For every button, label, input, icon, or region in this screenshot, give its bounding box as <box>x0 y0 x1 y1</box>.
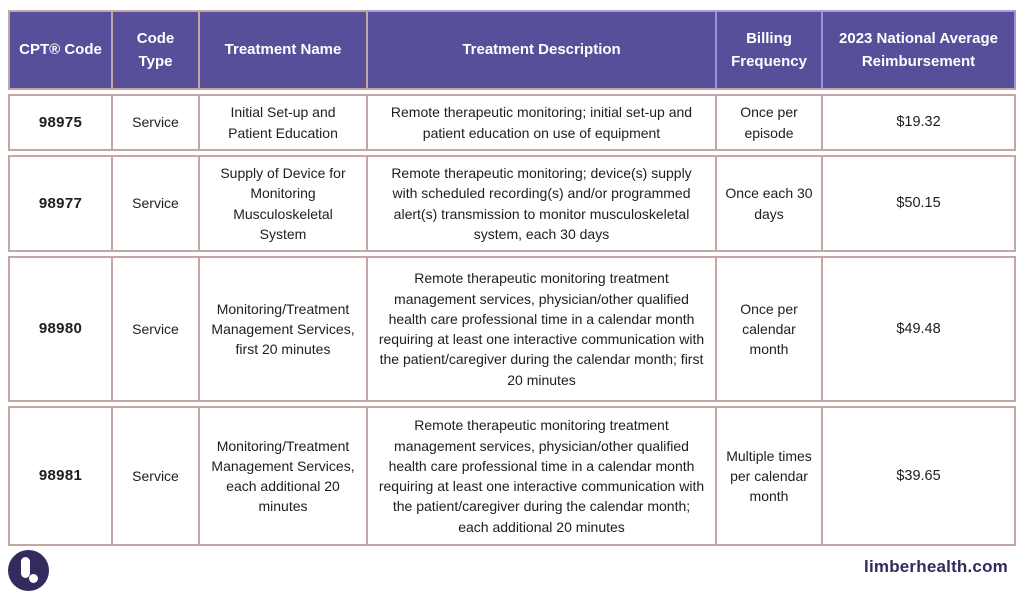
cell-treatment-description: Remote therapeutic monitoring; device(s)… <box>368 157 717 251</box>
column-header-code-type: Code Type <box>111 10 198 90</box>
cell-code-type: Service <box>113 157 200 251</box>
table-row: 98975 Service Initial Set-up and Patient… <box>8 94 1016 151</box>
cell-cpt-code: 98980 <box>10 258 113 401</box>
cell-treatment-name: Monitoring/Treatment Management Services… <box>200 258 368 401</box>
cell-code-type: Service <box>113 96 200 149</box>
logo-letter-dot <box>29 574 38 583</box>
cell-treatment-name: Monitoring/Treatment Management Services… <box>200 408 368 545</box>
column-header-cpt-code: CPT® Code <box>8 10 111 90</box>
limber-health-logo-icon <box>8 550 49 591</box>
cell-billing-frequency: Multiple times per calendar month <box>717 408 823 545</box>
cell-cpt-code: 98981 <box>10 408 113 545</box>
cell-treatment-description: Remote therapeutic monitoring treatment … <box>368 408 717 545</box>
cell-billing-frequency: Once per episode <box>717 96 823 149</box>
table-row: 98981 Service Monitoring/Treatment Manag… <box>8 406 1016 547</box>
cell-reimbursement: $50.15 <box>896 195 941 212</box>
table-row: 98980 Service Monitoring/Treatment Manag… <box>8 256 1016 403</box>
cell-treatment-name: Supply of Device for Monitoring Musculos… <box>200 157 368 251</box>
cell-code-type: Service <box>113 408 200 545</box>
cell-billing-frequency: Once each 30 days <box>717 157 823 251</box>
table-header-row: CPT® Code Code Type Treatment Name Treat… <box>8 10 1016 90</box>
cell-reimbursement: $49.48 <box>896 320 941 337</box>
cell-reimbursement: $39.65 <box>896 467 941 484</box>
cell-treatment-description: Remote therapeutic monitoring treatment … <box>368 258 717 401</box>
cell-reimbursement: $19.32 <box>896 113 941 130</box>
column-header-treatment-name: Treatment Name <box>198 10 366 90</box>
cell-cpt-code: 98975 <box>10 96 113 149</box>
cpt-code-table: CPT® Code Code Type Treatment Name Treat… <box>8 10 1016 547</box>
cell-treatment-description: Remote therapeutic monitoring; initial s… <box>368 96 717 149</box>
column-header-treatment-description: Treatment Description <box>366 10 715 90</box>
cell-cpt-code: 98977 <box>10 157 113 251</box>
table-row: 98977 Service Supply of Device for Monit… <box>8 155 1016 253</box>
logo-letter-bar <box>21 557 30 578</box>
cell-code-type: Service <box>113 258 200 401</box>
cell-treatment-name: Initial Set-up and Patient Education <box>200 96 368 149</box>
website-url-text: limberhealth.com <box>864 557 1008 576</box>
column-header-billing-frequency: Billing Frequency <box>715 10 821 90</box>
column-header-reimbursement: 2023 National Average Reimbursement <box>821 10 1016 90</box>
cell-billing-frequency: Once per calendar month <box>717 258 823 401</box>
